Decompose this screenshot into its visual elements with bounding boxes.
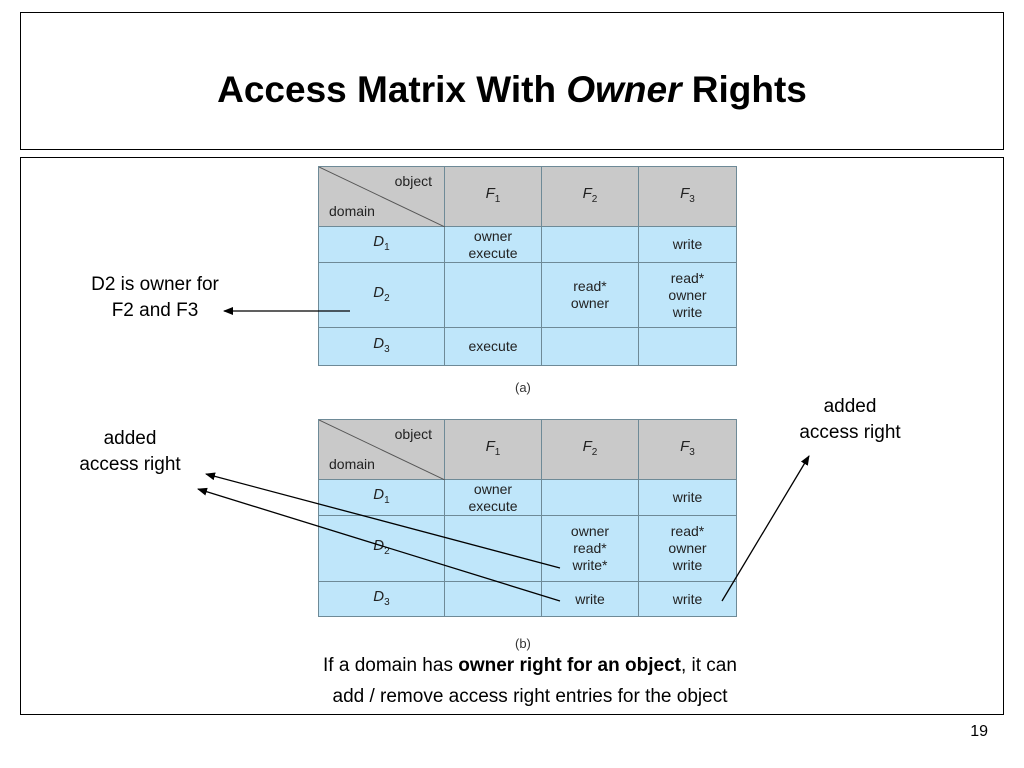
access-right: owner [570, 295, 610, 311]
access-right: write [672, 557, 703, 573]
row-header-d3: D3 [318, 581, 445, 617]
access-right: owner [570, 523, 610, 539]
domain-label: domain [329, 203, 375, 219]
column-header-f1: F1 [444, 166, 542, 227]
arrow-f2-write-added [205, 472, 561, 569]
access-right: owner [473, 227, 513, 244]
access-right: write [672, 236, 703, 252]
added-left-line1: added [103, 428, 157, 449]
d2-owner-note: D2 is owner for F2 and F3 [50, 272, 260, 324]
title-text-start: Access Matrix With [217, 69, 567, 110]
matrix-cell-d3-f1: execute [444, 327, 542, 366]
access-right: owner [668, 286, 707, 303]
corner-diagonal [319, 167, 445, 227]
owner-rule-prefix: If a domain has [323, 655, 459, 676]
matrix-cell-d1-f3: write [638, 226, 737, 263]
d2-owner-note-line2: F2 and F3 [111, 300, 199, 321]
domain-label: domain [329, 456, 375, 472]
column-header-f3: F3 [638, 419, 737, 480]
access-right: execute [468, 497, 518, 514]
column-header-f2: F2 [541, 166, 639, 227]
matrix-a-caption: (a) [515, 380, 531, 395]
row-header-d1: D1 [318, 226, 445, 263]
added-right-line1: added [823, 396, 877, 417]
owner-rule-line2: add / remove access right entries for th… [332, 686, 728, 707]
arrow-d3-f2-write-added [197, 487, 561, 602]
access-matrix-b: objectdomainF1F2F3D1ownerexecutewriteD2o… [318, 419, 737, 617]
page-number: 19 [970, 723, 988, 740]
owner-rule-bold: owner right for an object [458, 655, 681, 676]
matrix-cell-d1-f2 [541, 479, 639, 516]
matrix-cell-d3-f3 [638, 327, 737, 366]
access-right: owner [473, 480, 513, 497]
access-right: write [575, 590, 605, 607]
owner-rule-suffix: , it can [680, 655, 737, 676]
access-right: write [672, 590, 703, 607]
access-right: owner [668, 540, 707, 556]
added-access-right-left-note: added access right [50, 426, 210, 478]
row-header-d2: D2 [318, 515, 445, 582]
title-box: Access Matrix With Owner Rights [20, 12, 1004, 150]
owner-rule-note: If a domain has owner right for an objec… [200, 650, 860, 712]
matrix-cell-d3-f1 [444, 581, 542, 617]
access-right: read* [573, 540, 607, 556]
matrix-corner-header: object domain [318, 166, 445, 227]
access-right: execute [468, 338, 518, 354]
access-right: read* [573, 278, 607, 294]
access-right: read* [670, 523, 705, 539]
matrix-cell-d2-f1 [444, 262, 542, 328]
matrix-cell-d3-f2 [541, 327, 639, 366]
row-header-d2: D2 [318, 262, 445, 328]
added-left-line2: access right [79, 454, 181, 475]
title-text-end: Rights [681, 69, 807, 110]
matrix-corner-header: object domain [318, 419, 445, 480]
owner-rule-line1: If a domain has owner right for an objec… [200, 650, 860, 681]
access-right: write [672, 489, 703, 505]
arrow-d3-f3-write-added [721, 455, 810, 602]
matrix-row-d3: D3 write write [318, 581, 737, 617]
matrix-cell-d1-f3: write [638, 479, 737, 516]
column-header-f2: F2 [541, 419, 639, 480]
access-right: write* [572, 557, 608, 573]
title-emphasis: Owner [566, 69, 682, 110]
d2-owner-note-line1: D2 is owner for [91, 274, 219, 295]
added-right-line2: access right [799, 422, 901, 443]
added-access-right-right-note: added access right [770, 394, 930, 446]
access-right: write [672, 303, 703, 320]
matrix-b-caption: (b) [515, 636, 531, 651]
matrix-cell-d1-f2 [541, 226, 639, 263]
object-label: object [394, 426, 432, 442]
column-header-f3: F3 [638, 166, 737, 227]
matrix-cell-d3-f2: write [541, 581, 639, 617]
object-label: object [394, 173, 432, 189]
matrix-row-d3: D3 execute [318, 327, 737, 366]
corner-diagonal [319, 420, 445, 480]
matrix-cell-d3-f3: write [638, 581, 737, 617]
matrix-cell-d2-f2: read*owner [541, 262, 639, 328]
row-header-d3: D3 [318, 327, 445, 366]
access-right: read* [670, 269, 705, 286]
slide-title: Access Matrix With Owner Rights [21, 70, 1003, 110]
access-right: execute [468, 244, 518, 261]
